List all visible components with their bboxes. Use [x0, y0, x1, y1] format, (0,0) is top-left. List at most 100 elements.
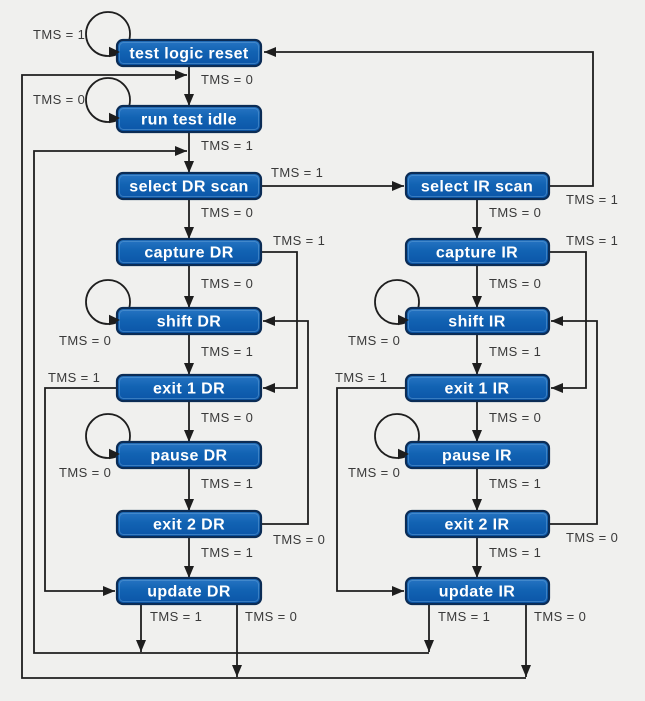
state-box-capture-dr	[115, 237, 263, 267]
tms-label-exit1dr-to-pausedr: TMS = 0	[201, 410, 253, 425]
self-loop-pause-dr	[85, 413, 131, 459]
state-box-gloss	[119, 444, 259, 466]
tms-label-capir-to-exit1ir: TMS = 1	[566, 233, 618, 248]
tms-labels: TMS = 1 TMS = 0 TMS = 0 TMS = 1 TMS = 1 …	[33, 27, 618, 624]
self-loop-arrow-pause-dr	[109, 448, 120, 460]
state-box-gloss	[119, 175, 259, 197]
edge-exit1ir-to-updir	[336, 387, 406, 596]
tms-label-tlr-loop: TMS = 1	[33, 27, 85, 42]
state-label-exit-2-ir: exit 2 IR	[445, 517, 510, 534]
state-box-gloss	[119, 377, 259, 399]
state-box-exit-1-ir	[404, 373, 551, 403]
state-exit-1-dr: exit 1 DR	[115, 373, 263, 403]
self-loop-shift-dr	[85, 279, 131, 325]
state-select-dr-scan: select DR scan	[115, 171, 263, 201]
state-label-pause-dr: pause DR	[151, 448, 228, 465]
state-label-update-ir: update IR	[439, 584, 516, 601]
state-shift-ir: shift IR	[404, 306, 551, 336]
state-box-update-ir	[404, 576, 551, 606]
self-loop-arrow-shift-dr	[109, 314, 120, 326]
self-loop-run-test-idle	[85, 77, 131, 123]
state-box-select-ir-scan	[404, 171, 551, 201]
state-label-shift-dr: shift DR	[157, 314, 222, 331]
tms-label-capdr-to-exit1dr: TMS = 1	[273, 233, 325, 248]
state-box-gloss	[408, 377, 547, 399]
state-box-gloss	[119, 241, 259, 263]
tms-label-capdr-to-shiftdr: TMS = 0	[201, 276, 253, 291]
state-capture-dr: capture DR	[115, 237, 263, 267]
state-exit-2-dr: exit 2 DR	[115, 509, 263, 539]
state-label-exit-2-dr: exit 2 DR	[153, 517, 225, 534]
tms-label-updir-tms1: TMS = 1	[438, 609, 490, 624]
edge-selir-to-tlr	[264, 47, 594, 187]
tms-label-shiftir-loop: TMS = 0	[348, 333, 400, 348]
state-box-capture-ir	[404, 237, 551, 267]
state-pause-dr: pause DR	[115, 440, 263, 470]
self-loop-arrow-test-logic-reset	[109, 46, 120, 58]
state-exit-1-ir: exit 1 IR	[404, 373, 551, 403]
edge-capir-to-exit1ir	[549, 251, 587, 393]
tms-label-exit2ir-to-shiftir: TMS = 0	[566, 530, 618, 545]
edge-bus-update-to-seldr	[33, 146, 429, 654]
tms-label-exit1dr-to-upddr: TMS = 1	[48, 370, 100, 385]
tms-label-exit1ir-to-updir: TMS = 1	[335, 370, 387, 385]
state-exit-2-ir: exit 2 IR	[404, 509, 551, 539]
tms-label-pauseir-to-exit2ir: TMS = 1	[489, 476, 541, 491]
tms-label-pausedr-to-exit2dr: TMS = 1	[201, 476, 253, 491]
state-box-gloss	[408, 513, 547, 535]
tms-label-seldr-to-capdr: TMS = 0	[201, 205, 253, 220]
state-shift-dr: shift DR	[115, 306, 263, 336]
state-label-update-dr: update DR	[147, 584, 231, 601]
state-label-shift-ir: shift IR	[448, 314, 505, 331]
tms-label-tlr-to-rti: TMS = 0	[201, 72, 253, 87]
state-run-test-idle: run test idle	[115, 104, 263, 134]
self-loop-shift-ir	[374, 279, 420, 325]
tms-label-shiftdr-to-exit1dr: TMS = 1	[201, 344, 253, 359]
tms-label-updir-tms0: TMS = 0	[534, 609, 586, 624]
state-box-gloss	[408, 241, 547, 263]
edge-bus-update-to-rti	[21, 70, 526, 679]
state-capture-ir: capture IR	[404, 237, 551, 267]
tms-label-capir-to-shiftir: TMS = 0	[489, 276, 541, 291]
tms-label-shiftir-to-exit1ir: TMS = 1	[489, 344, 541, 359]
tms-label-exit2dr-to-upddr: TMS = 1	[201, 545, 253, 560]
state-box-select-dr-scan	[115, 171, 263, 201]
self-loop-test-logic-reset	[85, 11, 131, 57]
state-label-select-ir-scan: select IR scan	[421, 179, 533, 196]
state-label-exit-1-dr: exit 1 DR	[153, 381, 225, 398]
state-label-capture-ir: capture IR	[436, 245, 518, 262]
state-box-exit-1-dr	[115, 373, 263, 403]
self-loop-arrow-pause-ir	[398, 448, 409, 460]
state-box-gloss	[119, 42, 259, 64]
state-update-dr: update DR	[115, 576, 263, 606]
state-label-exit-1-ir: exit 1 IR	[445, 381, 510, 398]
self-loop-arrowheads	[109, 46, 409, 460]
state-box-gloss	[119, 108, 259, 130]
state-label-pause-ir: pause IR	[442, 448, 512, 465]
state-pause-ir: pause IR	[404, 440, 551, 470]
edge-exit2ir-to-shiftir	[549, 316, 598, 525]
tms-label-seldr-to-selir: TMS = 1	[271, 165, 323, 180]
tms-label-selir-to-capir: TMS = 0	[489, 205, 541, 220]
state-label-test-logic-reset: test logic reset	[129, 46, 249, 63]
edge-exit1dr-to-upddr	[44, 387, 117, 596]
tms-label-rti-to-seldr: TMS = 1	[201, 138, 253, 153]
state-box-gloss	[408, 444, 547, 466]
state-box-gloss	[119, 580, 259, 602]
state-box-gloss	[408, 175, 547, 197]
tms-label-exit2dr-to-shiftdr: TMS = 0	[273, 532, 325, 547]
state-box-gloss	[119, 310, 259, 332]
edge-capdr-to-exit1dr	[261, 251, 298, 393]
edge-exit2dr-to-shiftdr	[261, 316, 309, 525]
state-label-select-dr-scan: select DR scan	[129, 179, 248, 196]
state-select-ir-scan: select IR scan	[404, 171, 551, 201]
state-label-capture-dr: capture DR	[144, 245, 233, 262]
self-loop-arrow-shift-ir	[398, 314, 409, 326]
state-box-exit-2-dr	[115, 509, 263, 539]
tms-label-exit2ir-to-updir: TMS = 1	[489, 545, 541, 560]
state-test-logic-reset: test logic reset	[115, 38, 263, 68]
tms-label-upddr-tms0: TMS = 0	[245, 609, 297, 624]
state-box-gloss	[408, 310, 547, 332]
